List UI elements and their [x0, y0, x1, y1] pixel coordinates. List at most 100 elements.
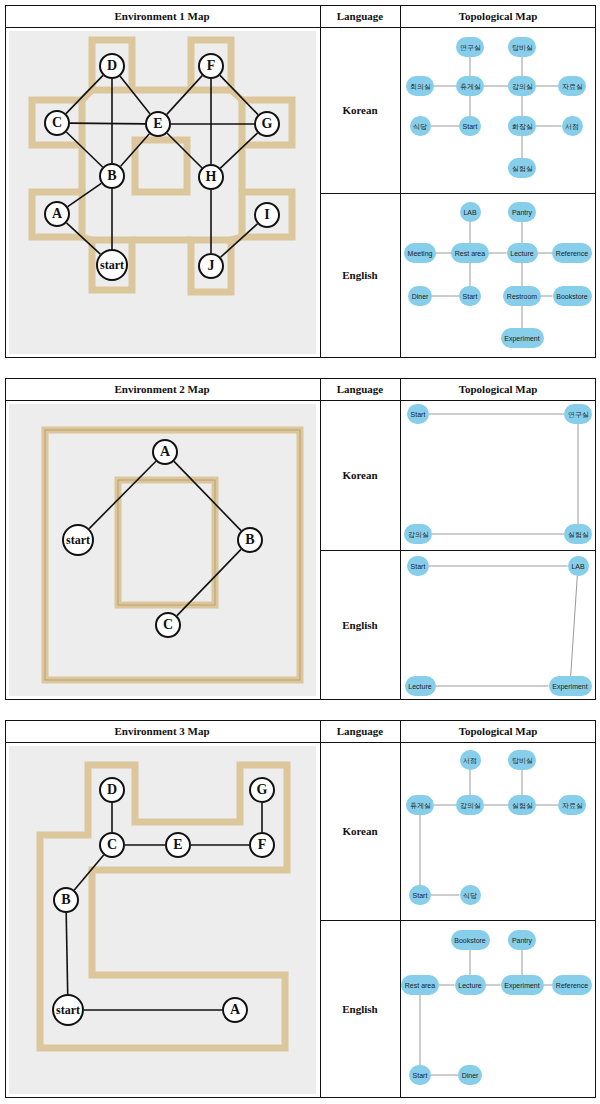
waypoint-letter: start	[66, 534, 90, 546]
room-name: Start	[413, 1072, 428, 1079]
column-header: Topological Map	[459, 383, 538, 395]
map-waypoint-circle: start	[52, 994, 84, 1026]
waypoint-letter: I	[264, 208, 269, 222]
column-header: Topological Map	[459, 725, 538, 737]
topology-link	[486, 985, 501, 986]
path-line	[191, 844, 249, 846]
path-line	[220, 133, 257, 168]
topology-node: Meeting	[404, 243, 436, 263]
waypoint-letter: start	[100, 259, 124, 271]
column-header: Language	[337, 383, 383, 395]
topology-link	[541, 296, 553, 297]
room-name: Bookstore	[454, 937, 486, 944]
path-line	[66, 75, 103, 113]
waypoint-letter: A	[52, 207, 62, 221]
topology-link	[489, 253, 507, 254]
topology-link	[420, 815, 421, 885]
waypoint-letter: C	[163, 618, 173, 632]
topology-link	[484, 86, 508, 87]
photo-ground	[9, 746, 316, 1094]
topology-node: Reference	[552, 975, 592, 995]
topology-link	[431, 1075, 458, 1076]
map-waypoint-circle: D	[99, 53, 125, 79]
waypoint-letter: E	[173, 838, 182, 852]
path-line	[167, 76, 202, 115]
topology-link	[432, 296, 459, 297]
topology-link	[522, 306, 523, 328]
room-name: Start	[411, 563, 426, 570]
room-name: 식당	[463, 892, 477, 899]
topology-node: 연구실	[564, 404, 592, 424]
map-waypoint-circle: start	[62, 524, 94, 556]
room-name: Rest area	[405, 982, 435, 989]
topology-node: Lecture	[455, 975, 486, 995]
waypoint-letter: F	[207, 59, 216, 73]
waypoint-letter: B	[245, 533, 254, 547]
topology-link	[439, 985, 455, 986]
topology-node: 실험실	[564, 524, 592, 544]
topology-link	[578, 424, 579, 524]
room-name: Lecture	[458, 982, 481, 989]
room-name: Diner	[412, 293, 429, 300]
topology-link	[522, 770, 523, 795]
room-name: Start	[463, 293, 478, 300]
map-waypoint-circle: start	[96, 249, 128, 281]
topology-link	[431, 126, 460, 127]
room-name: 자료실	[562, 83, 583, 90]
waypoint-letter: B	[61, 893, 70, 907]
topology-node: Diner	[408, 286, 432, 306]
column-header: Environment 2 Map	[114, 383, 209, 395]
topology-node: 휴게실	[456, 76, 484, 96]
table-grid	[5, 5, 596, 1098]
room-name: 휴게실	[460, 83, 481, 90]
waypoint-letter: start	[56, 1004, 80, 1016]
topology-node: LAB	[568, 556, 589, 576]
room-name: 탕비실	[512, 44, 533, 51]
map-waypoint-circle: B	[99, 163, 125, 189]
path-line	[111, 803, 113, 832]
column-header: Environment 1 Map	[114, 10, 209, 22]
map-waypoint-circle: F	[249, 832, 275, 858]
row-header: Korean	[342, 825, 377, 837]
topology-node: Bookstore	[451, 930, 490, 950]
room-name: Bookstore	[556, 293, 588, 300]
topology-link	[434, 805, 456, 806]
topology-node: LAB	[460, 202, 481, 222]
map-waypoint-circle: J	[198, 253, 224, 279]
room-name: Pantry	[512, 209, 532, 216]
topology-node: Restroom	[503, 286, 541, 306]
topology-node: 화장실	[508, 116, 536, 136]
topology-link	[522, 263, 523, 286]
row-header: English	[342, 1003, 377, 1015]
path-line	[84, 1009, 222, 1011]
room-name: 실험실	[512, 802, 533, 809]
topology-link	[429, 566, 568, 567]
room-name: Lecture	[510, 250, 533, 257]
path-line	[89, 461, 156, 528]
topology-node: 회의실	[406, 76, 434, 96]
topology-node: Rest area	[401, 975, 439, 995]
waypoint-letter: B	[107, 169, 116, 183]
path-line	[177, 549, 241, 615]
map-waypoint-circle: C	[99, 832, 125, 858]
map-waypoint-circle: A	[222, 997, 248, 1023]
topology-link	[536, 805, 558, 806]
topology-link	[470, 57, 471, 76]
topology-node: Rest area	[451, 243, 489, 263]
topology-node: Start	[459, 286, 481, 306]
topology-link	[571, 576, 578, 676]
path-line	[171, 123, 254, 125]
topology-node: Start	[407, 404, 429, 424]
path-line	[120, 76, 150, 114]
waypoint-letter: H	[206, 170, 217, 184]
topology-node: Lecture	[405, 676, 436, 696]
map-waypoint-circle: F	[198, 53, 224, 79]
topology-node: 식당	[410, 116, 431, 136]
topology-link	[544, 985, 553, 986]
map-waypoint-circle: C	[155, 612, 181, 638]
row-header: English	[342, 619, 377, 631]
waypoint-letter: D	[107, 783, 117, 797]
topology-link	[429, 414, 564, 415]
topology-node: 강의실	[508, 76, 536, 96]
